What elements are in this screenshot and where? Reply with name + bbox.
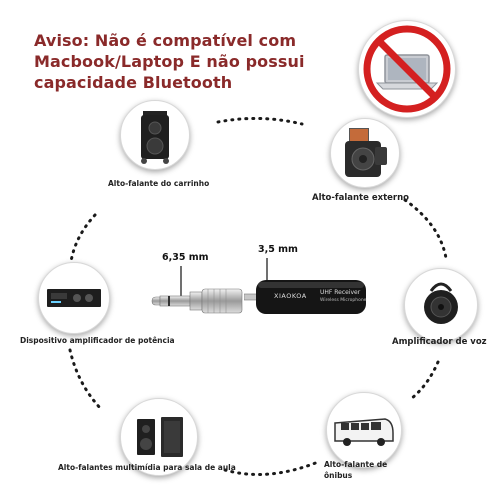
receiver-brand: XIAOKOA <box>274 292 307 300</box>
external-speaker-image <box>330 118 400 188</box>
warning-text: Aviso: Não é compatível com Macbook/Lapt… <box>34 30 334 93</box>
voice-amplifier-image <box>404 268 478 342</box>
bus-image <box>326 392 402 468</box>
measurement-635mm: 6,35 mm <box>162 252 209 263</box>
label-bus-line-2: ônibus <box>324 471 353 480</box>
measurement-35mm: 3,5 mm <box>258 244 298 255</box>
adapter-plug-image <box>151 288 243 314</box>
label-multimedia-speakers: Alto-falantes multimídia para sala de au… <box>58 463 236 472</box>
power-amplifier-image <box>38 262 110 334</box>
multimedia-speakers-image <box>120 398 198 476</box>
no-laptop-icon <box>358 20 456 118</box>
label-bus-speaker: Alto-falante de ônibus <box>324 459 387 481</box>
label-voice-amplifier: Amplificador de voz <box>392 337 487 347</box>
label-power-amplifier: Dispositivo amplificador de potência <box>20 336 175 345</box>
pointer-line-635 <box>180 266 182 296</box>
label-external-speaker: Alto-falante externo <box>312 193 410 203</box>
label-bus-line-1: Alto-falante de <box>324 460 388 469</box>
receiver-subtitle: Wireless Microphone <box>320 298 367 303</box>
cart-speaker-image <box>120 100 190 170</box>
uhf-receiver-image: XIAOKOA UHF Receiver Wireless Microphone <box>244 278 368 318</box>
receiver-model: UHF Receiver <box>320 289 361 296</box>
label-cart-speaker: Alto-falante do carrinho <box>108 179 210 188</box>
warning-line-1: Aviso: Não é compatível com <box>34 31 297 50</box>
warning-line-3: capacidade Bluetooth <box>34 73 233 92</box>
warning-line-2: Macbook/Laptop E não possui <box>34 52 305 71</box>
